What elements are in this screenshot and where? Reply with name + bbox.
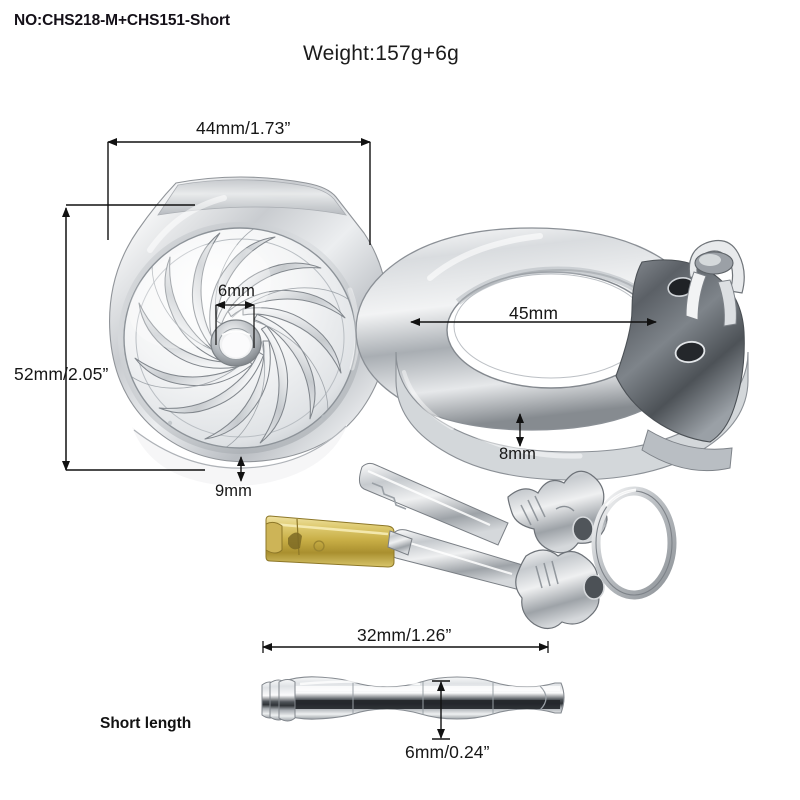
- dimension-label-plug-diameter: 6mm/0.24”: [405, 742, 490, 762]
- key-ring: [591, 486, 677, 600]
- dimension-label-cage-width: 44mm/1.73”: [196, 118, 291, 138]
- dimension-label-cage-depth: 9mm: [215, 482, 252, 500]
- cage-center-hole: [210, 319, 262, 367]
- dimension-label-plug-length: 32mm/1.26”: [357, 625, 452, 645]
- lock-barrel: [265, 515, 413, 568]
- plug-threaded-end: [261, 679, 296, 722]
- dimension-label-cage-height: 52mm/2.05”: [14, 364, 109, 384]
- dimension-label-ring-thickness: 8mm: [499, 445, 536, 463]
- product-weight-label: Weight:157g+6g: [303, 42, 459, 65]
- base-ring-illustration: [355, 227, 749, 481]
- chastity-cage-illustration: [109, 176, 390, 486]
- ring-latch: [685, 240, 745, 327]
- product-sku-label: NO:CHS218-M+CHS151-Short: [14, 12, 230, 29]
- dimension-label-cage-hole: 6mm: [218, 282, 255, 300]
- keys-illustration: [265, 462, 677, 630]
- dimension-label-ring-diameter: 45mm: [509, 303, 559, 323]
- variant-length-label: Short length: [100, 715, 192, 732]
- urethral-plug-illustration: [261, 676, 565, 722]
